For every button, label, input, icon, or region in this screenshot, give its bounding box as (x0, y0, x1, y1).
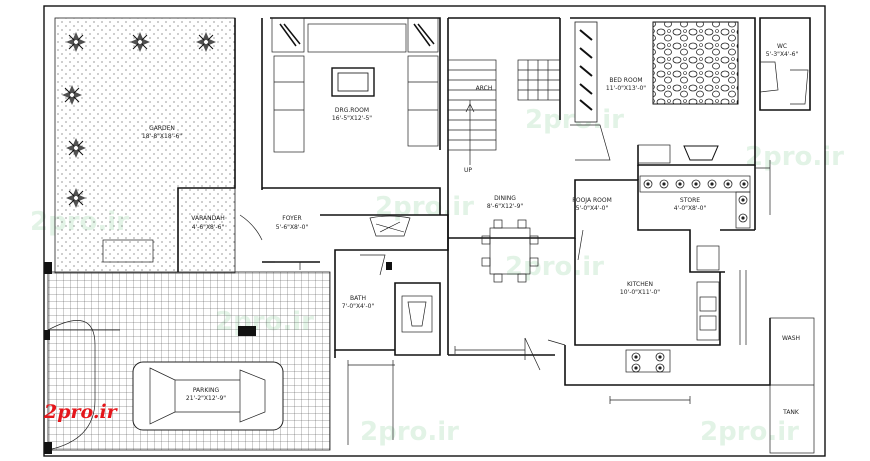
svg-text:2pro.ir: 2pro.ir (525, 105, 624, 135)
bath-fixtures (360, 215, 433, 333)
svg-text:2pro.ir: 2pro.ir (745, 142, 844, 172)
staircase (447, 59, 561, 165)
label-garden: GARDEN (149, 125, 175, 132)
label-store-dim: 4'-0"X8'-0" (674, 205, 707, 212)
label-kitchen: KITCHEN (627, 281, 653, 288)
plot-boundary (43, 5, 826, 457)
garden-area (54, 17, 236, 274)
label-garden-dim: 18'-8"X18'-6" (142, 133, 182, 140)
bedroom-furniture (570, 21, 739, 164)
label-varandah-dim: 4'-6"X8'-6" (192, 224, 225, 231)
label-tank: TANK (782, 409, 800, 416)
label-foyer: FOYER (282, 215, 301, 222)
svg-text:2pro.ir: 2pro.ir (700, 417, 799, 447)
drawing-room-furniture (271, 17, 439, 153)
label-varandah: VARANDAH (191, 215, 224, 222)
room-labels: GARDEN 18'-8"X18'-6" DRG.ROOM 16'-5"X12'… (142, 43, 800, 416)
label-foyer-dim: 5'-6"X8'-0" (276, 224, 309, 231)
label-bed-room-dim: 11'-0"X13'-0" (606, 85, 646, 92)
label-dining: DINING (494, 195, 516, 202)
label-bath: BATH (350, 295, 366, 302)
label-drg-room-dim: 16'-5"X12'-5" (332, 115, 372, 122)
wash-tank-block (769, 317, 815, 454)
label-bath-dim: 7'-0"X4'-0" (342, 303, 375, 310)
dining-table (481, 219, 539, 283)
walls (177, 17, 811, 386)
label-wc-dim: 5'-3"X4'-6" (766, 51, 799, 58)
label-up: UP (464, 167, 472, 174)
label-kitchen-dim: 10'-0"X11'-0" (620, 289, 660, 296)
svg-text:2pro.ir: 2pro.ir (360, 417, 459, 447)
door-swings (44, 160, 771, 454)
label-parking-dim: 21'-2"X12'-9" (186, 395, 226, 402)
label-parking: PARKING (193, 387, 220, 394)
kitchen-fixtures (625, 245, 747, 373)
label-pooja-room-dim: 5'-0"X4'-0" (576, 205, 609, 212)
label-arch: ARCH (476, 85, 493, 92)
svg-text:2pro.ir: 2pro.ir (375, 192, 474, 222)
label-wc: WC (777, 43, 787, 50)
label-store: STORE (680, 197, 700, 204)
label-wash: WASH (782, 335, 800, 342)
site-logo: 2pro.ir (43, 401, 119, 423)
label-drg-room: DRG.ROOM (335, 107, 369, 114)
wc-fixtures (759, 61, 809, 105)
car-symbol (132, 361, 284, 431)
label-dining-dim: 8'-6"X12'-9" (487, 203, 524, 210)
label-bed-room: BED ROOM (609, 77, 642, 84)
store-shelf (639, 175, 751, 229)
svg-text:2pro.ir: 2pro.ir (505, 252, 604, 282)
label-pooja-room: POOJA ROOM (572, 197, 612, 204)
